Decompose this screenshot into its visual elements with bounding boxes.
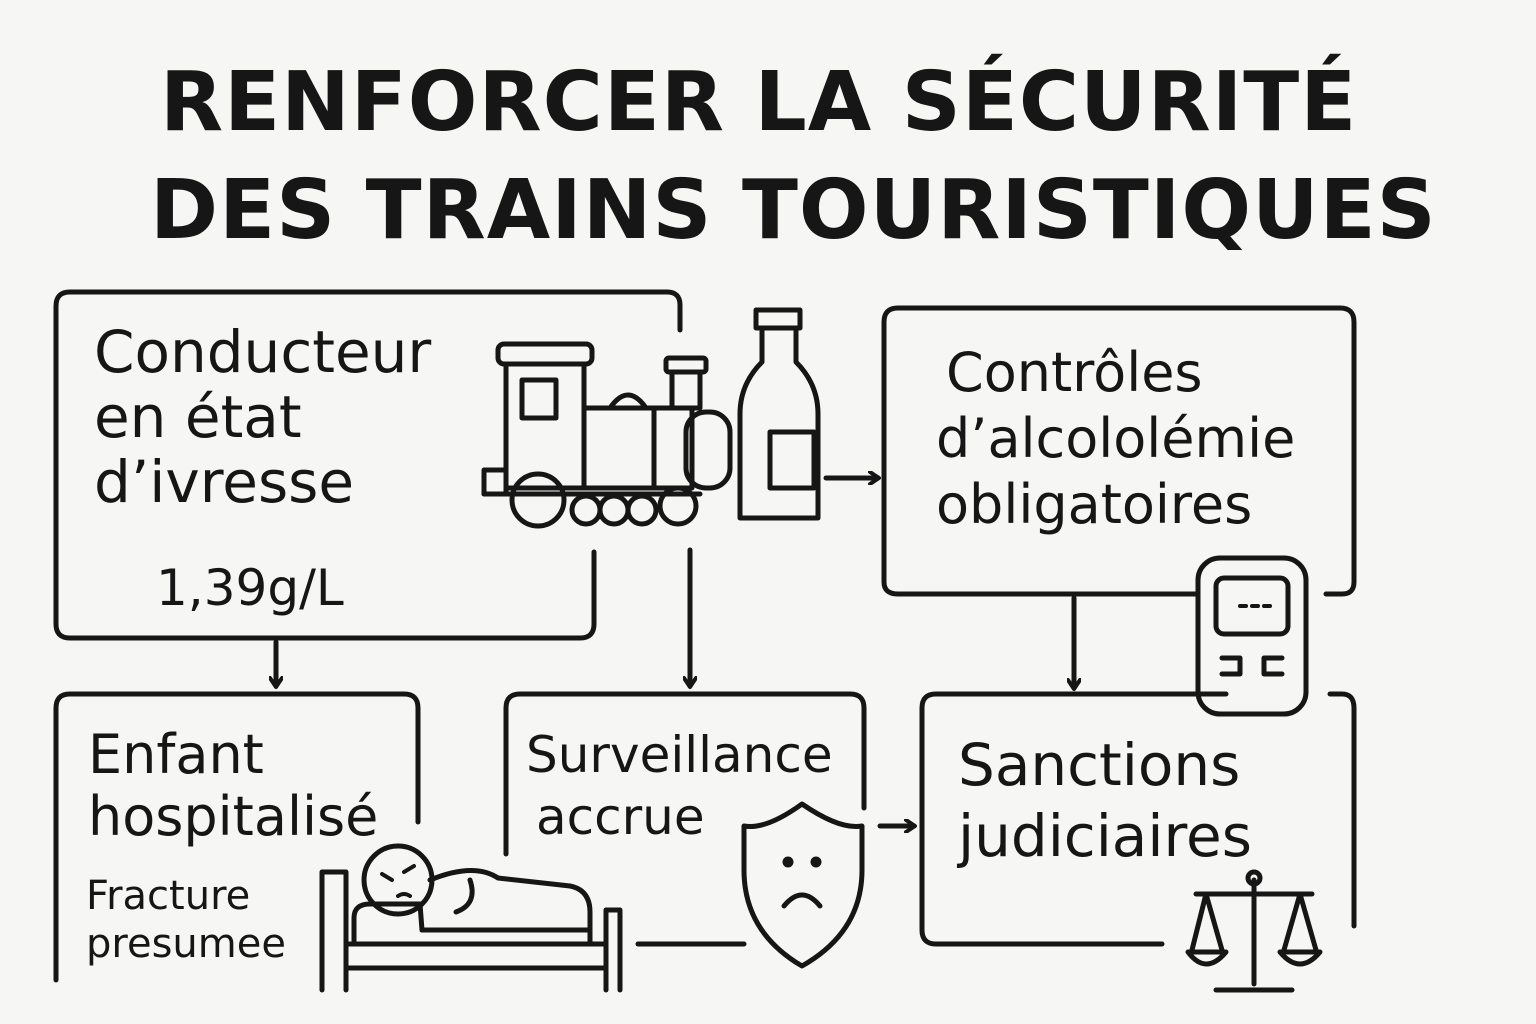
enfant-sub-line-2: presumee bbox=[86, 921, 286, 967]
node-sanctions-label: Sanctions judiciaires bbox=[958, 730, 1252, 872]
node-controles-label: Contrôles d’alcololémie obligatoires bbox=[936, 340, 1295, 538]
node-enfant-sublabel: Fracture presumee bbox=[86, 872, 286, 968]
controles-line-1: Contrôles bbox=[946, 341, 1203, 404]
node-conducteur-label: Conducteur en état d’ivresse bbox=[94, 320, 431, 515]
box-conducteur bbox=[53, 289, 683, 641]
title-line-1: RENFORCER LA SÉCURITÉ bbox=[160, 55, 1358, 150]
sanctions-line-2: judiciaires bbox=[958, 801, 1252, 870]
box-sanctions bbox=[1327, 691, 1357, 929]
breathalyzer-icon bbox=[1195, 555, 1309, 717]
enfant-line-2: hospitalisé bbox=[88, 784, 379, 848]
bottle-icon bbox=[737, 307, 821, 521]
enfant-line-1: Enfant bbox=[88, 723, 264, 786]
title-line-2: DES TRAINS TOURISTIQUES bbox=[150, 163, 1437, 258]
enfant-sub-line-1: Fracture bbox=[86, 873, 251, 919]
box-sanctions-left bbox=[919, 691, 1229, 947]
box-enfant bbox=[53, 691, 421, 983]
node-enfant-label: Enfant hospitalisé bbox=[88, 724, 378, 847]
box-controles bbox=[881, 305, 1357, 597]
hospital-bed-icon bbox=[319, 843, 623, 993]
node-surveillance-label: Surveillance accrue bbox=[526, 724, 833, 848]
surveillance-line-1: Surveillance bbox=[526, 726, 833, 784]
scales-icon bbox=[1185, 869, 1323, 993]
conducteur-line-2: en état bbox=[94, 382, 302, 451]
sanctions-line-1: Sanctions bbox=[958, 731, 1241, 799]
box-surveillance bbox=[503, 691, 867, 857]
conducteur-line-1: Conducteur bbox=[94, 318, 432, 386]
conducteur-value: 1,39g/L bbox=[156, 559, 344, 617]
surveillance-line-2: accrue bbox=[536, 788, 705, 846]
controles-line-2: d’alcololémie bbox=[936, 406, 1296, 470]
shield-sad-icon bbox=[741, 801, 865, 969]
controles-line-3: obligatoires bbox=[936, 472, 1253, 536]
conducteur-line-3: d’ivresse bbox=[94, 447, 355, 516]
train-icon bbox=[481, 341, 733, 529]
